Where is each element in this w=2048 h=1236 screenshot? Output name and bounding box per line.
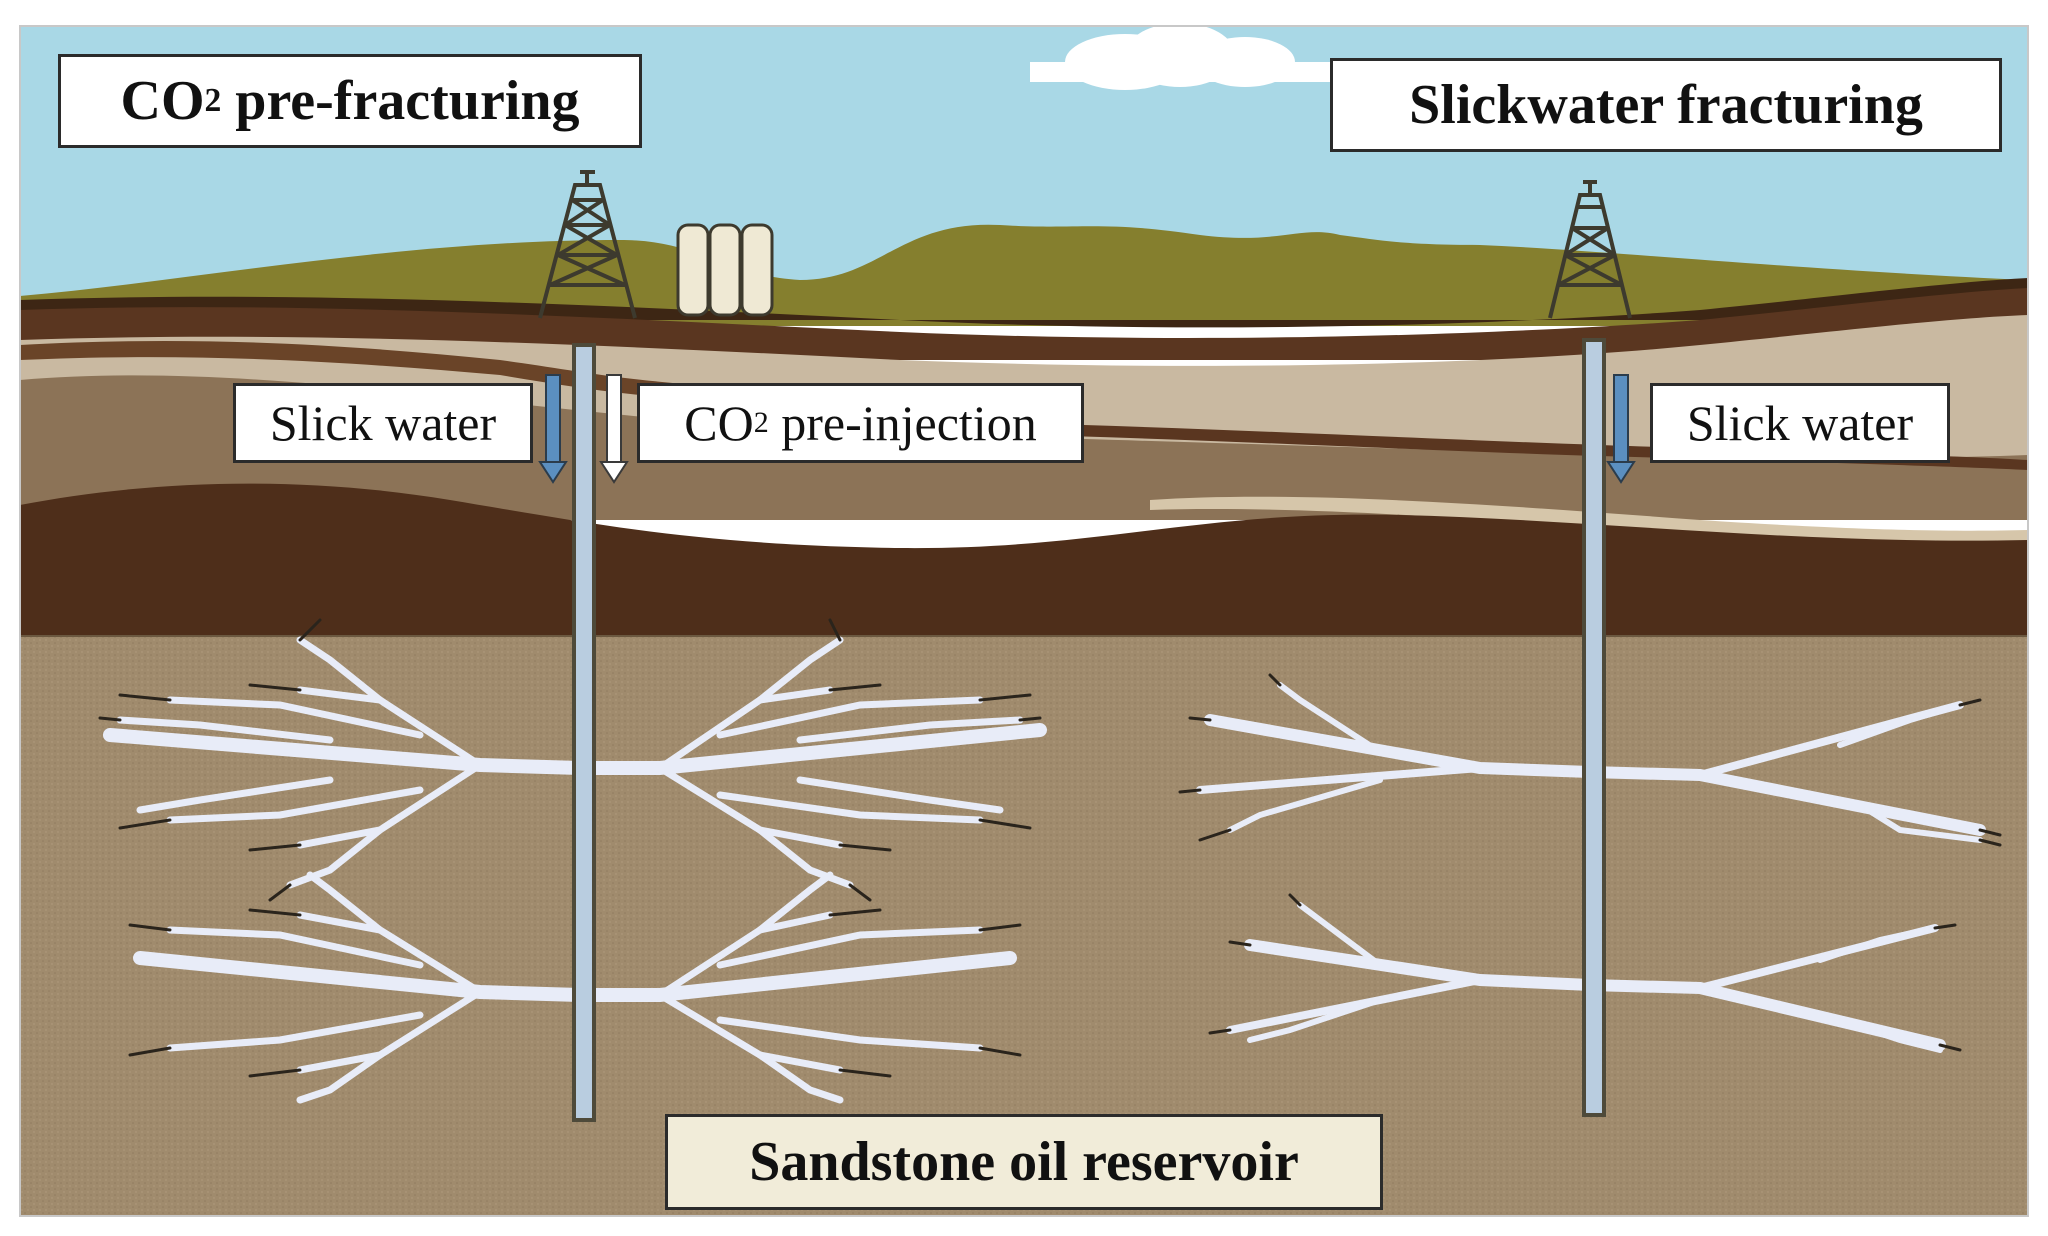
label-slick-water-right-text: Slick water [1686,395,1914,451]
label-co2-rest: pre-injection [768,395,1037,451]
cloud [1030,23,1330,90]
derrick-right-icon [1548,180,1632,319]
wellbore-right [1582,338,1606,1117]
label-sandstone-text: Sandstone oil reservoir [749,1131,1299,1193]
title-slickwater-fracturing: Slickwater fracturing [1330,58,2002,152]
derrick-left-icon [538,170,637,319]
slick-water-arrow-left-icon [538,374,568,484]
hills [20,224,2028,326]
diagram-frame [19,25,2029,1217]
label-slick-water-left: Slick water [233,383,533,463]
soil-layer-deep-dark [20,483,2028,640]
co2-arrow-icon [599,374,629,484]
title-co2-main: CO [120,70,205,132]
title-slickwater-text: Slickwater fracturing [1409,74,1923,136]
label-co2-main: CO [684,395,754,451]
label-slick-water-left-text: Slick water [269,395,497,451]
slick-water-arrow-right-icon [1606,374,1636,484]
soil-layer-dark-top [20,288,2028,360]
soil-layer-brown-stripe [20,340,700,400]
label-slick-water-right: Slick water [1650,383,1950,463]
title-co2-rest: pre-fracturing [221,70,580,132]
label-sandstone-oil-reservoir: Sandstone oil reservoir [665,1114,1383,1210]
wellbore-left [572,343,596,1122]
storage-tanks-icon [676,223,774,317]
